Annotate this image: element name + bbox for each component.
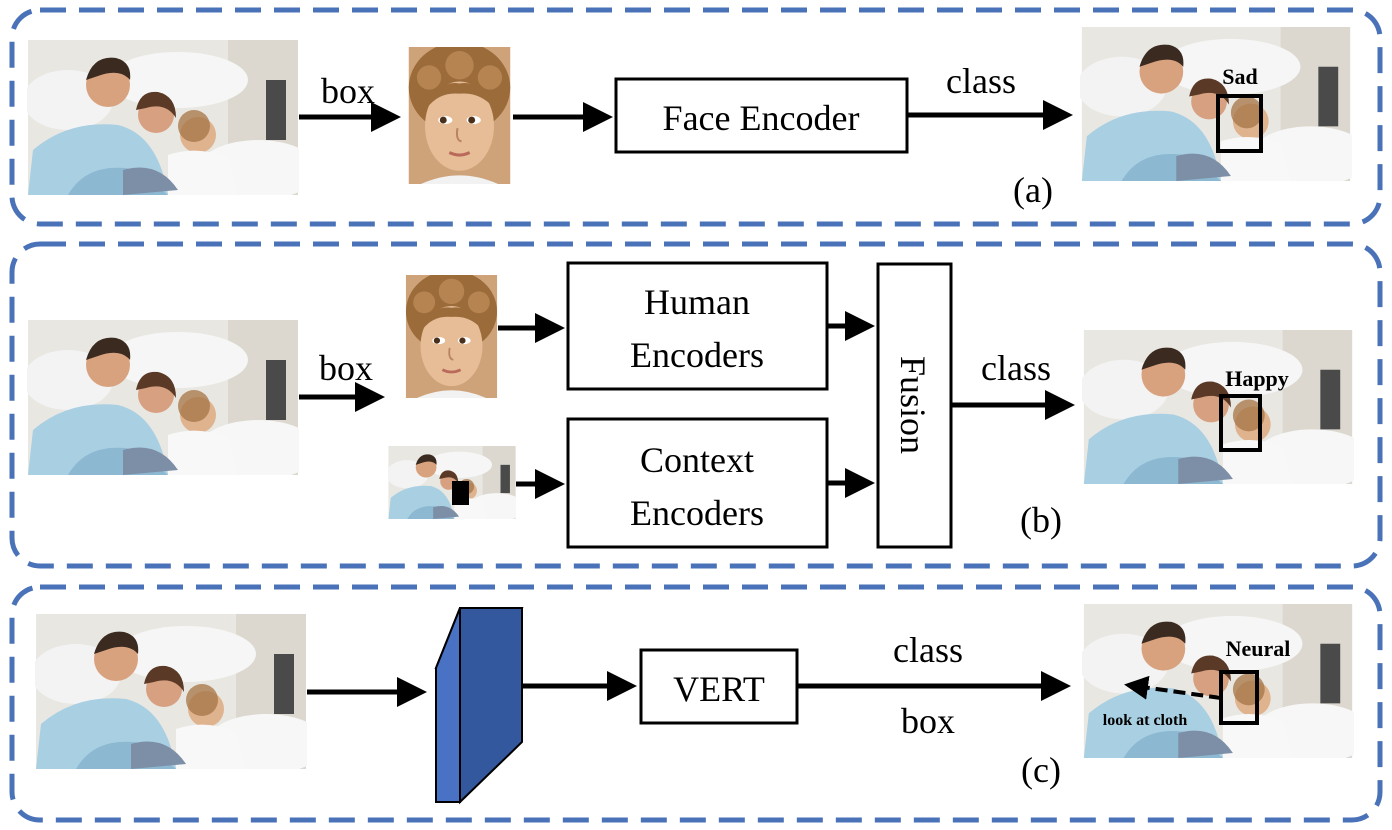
box-label-b: box	[319, 348, 373, 388]
panel-b-border	[9, 241, 1383, 569]
panel-tag-c: (c)	[1021, 750, 1061, 790]
human-encoders-label-line2: Encoders	[630, 335, 764, 375]
panel-b: box Human Encoders Context Encoders Fusi…	[9, 241, 1383, 569]
result-image-c	[1082, 604, 1354, 758]
emotion-label-c: Neural	[1226, 636, 1291, 661]
feature-block-side	[459, 607, 523, 805]
face-mask-block	[452, 481, 469, 505]
scene-image-c	[35, 614, 307, 769]
feature-block	[434, 607, 524, 805]
class-label-a: class	[946, 61, 1016, 101]
panel-c: VERT class box Neural look at cloth (c)	[9, 584, 1383, 823]
class-label-c: class	[893, 630, 963, 670]
scene-image-b	[27, 320, 299, 475]
result-image-b	[1082, 330, 1354, 484]
face-crop-image-b	[405, 275, 498, 398]
human-encoders-label-line1: Human	[644, 282, 750, 322]
context-encoders-label-line1: Context	[640, 440, 754, 480]
panel-tag-b: (b)	[1020, 500, 1062, 540]
gaze-arrow	[1124, 675, 1222, 700]
vert-label: VERT	[673, 669, 765, 709]
result-image-a	[1080, 27, 1352, 181]
face-bbox-a	[1216, 94, 1263, 153]
fusion-label: Fusion	[893, 356, 933, 454]
face-crop-image-a	[407, 47, 512, 184]
box-label-a: box	[321, 71, 375, 111]
emotion-label-a: Sad	[1222, 64, 1257, 89]
emotion-label-b: Happy	[1225, 366, 1289, 391]
class-label-b: class	[981, 348, 1051, 388]
face-bbox-b	[1219, 394, 1262, 452]
box-label-c: box	[901, 701, 955, 741]
feature-block-front	[435, 607, 461, 803]
face-encoder-label: Face Encoder	[663, 98, 860, 138]
panel-a: box Face Encoder class Sad (a)	[9, 7, 1383, 227]
context-encoders-label-line2: Encoders	[630, 493, 764, 533]
panel-tag-a: (a)	[1013, 170, 1053, 210]
panel-c-border	[9, 584, 1383, 823]
fusion-box	[876, 262, 953, 549]
gaze-label: look at cloth	[1103, 712, 1188, 729]
human-encoders-box	[566, 261, 829, 391]
scene-image-a	[27, 40, 299, 195]
